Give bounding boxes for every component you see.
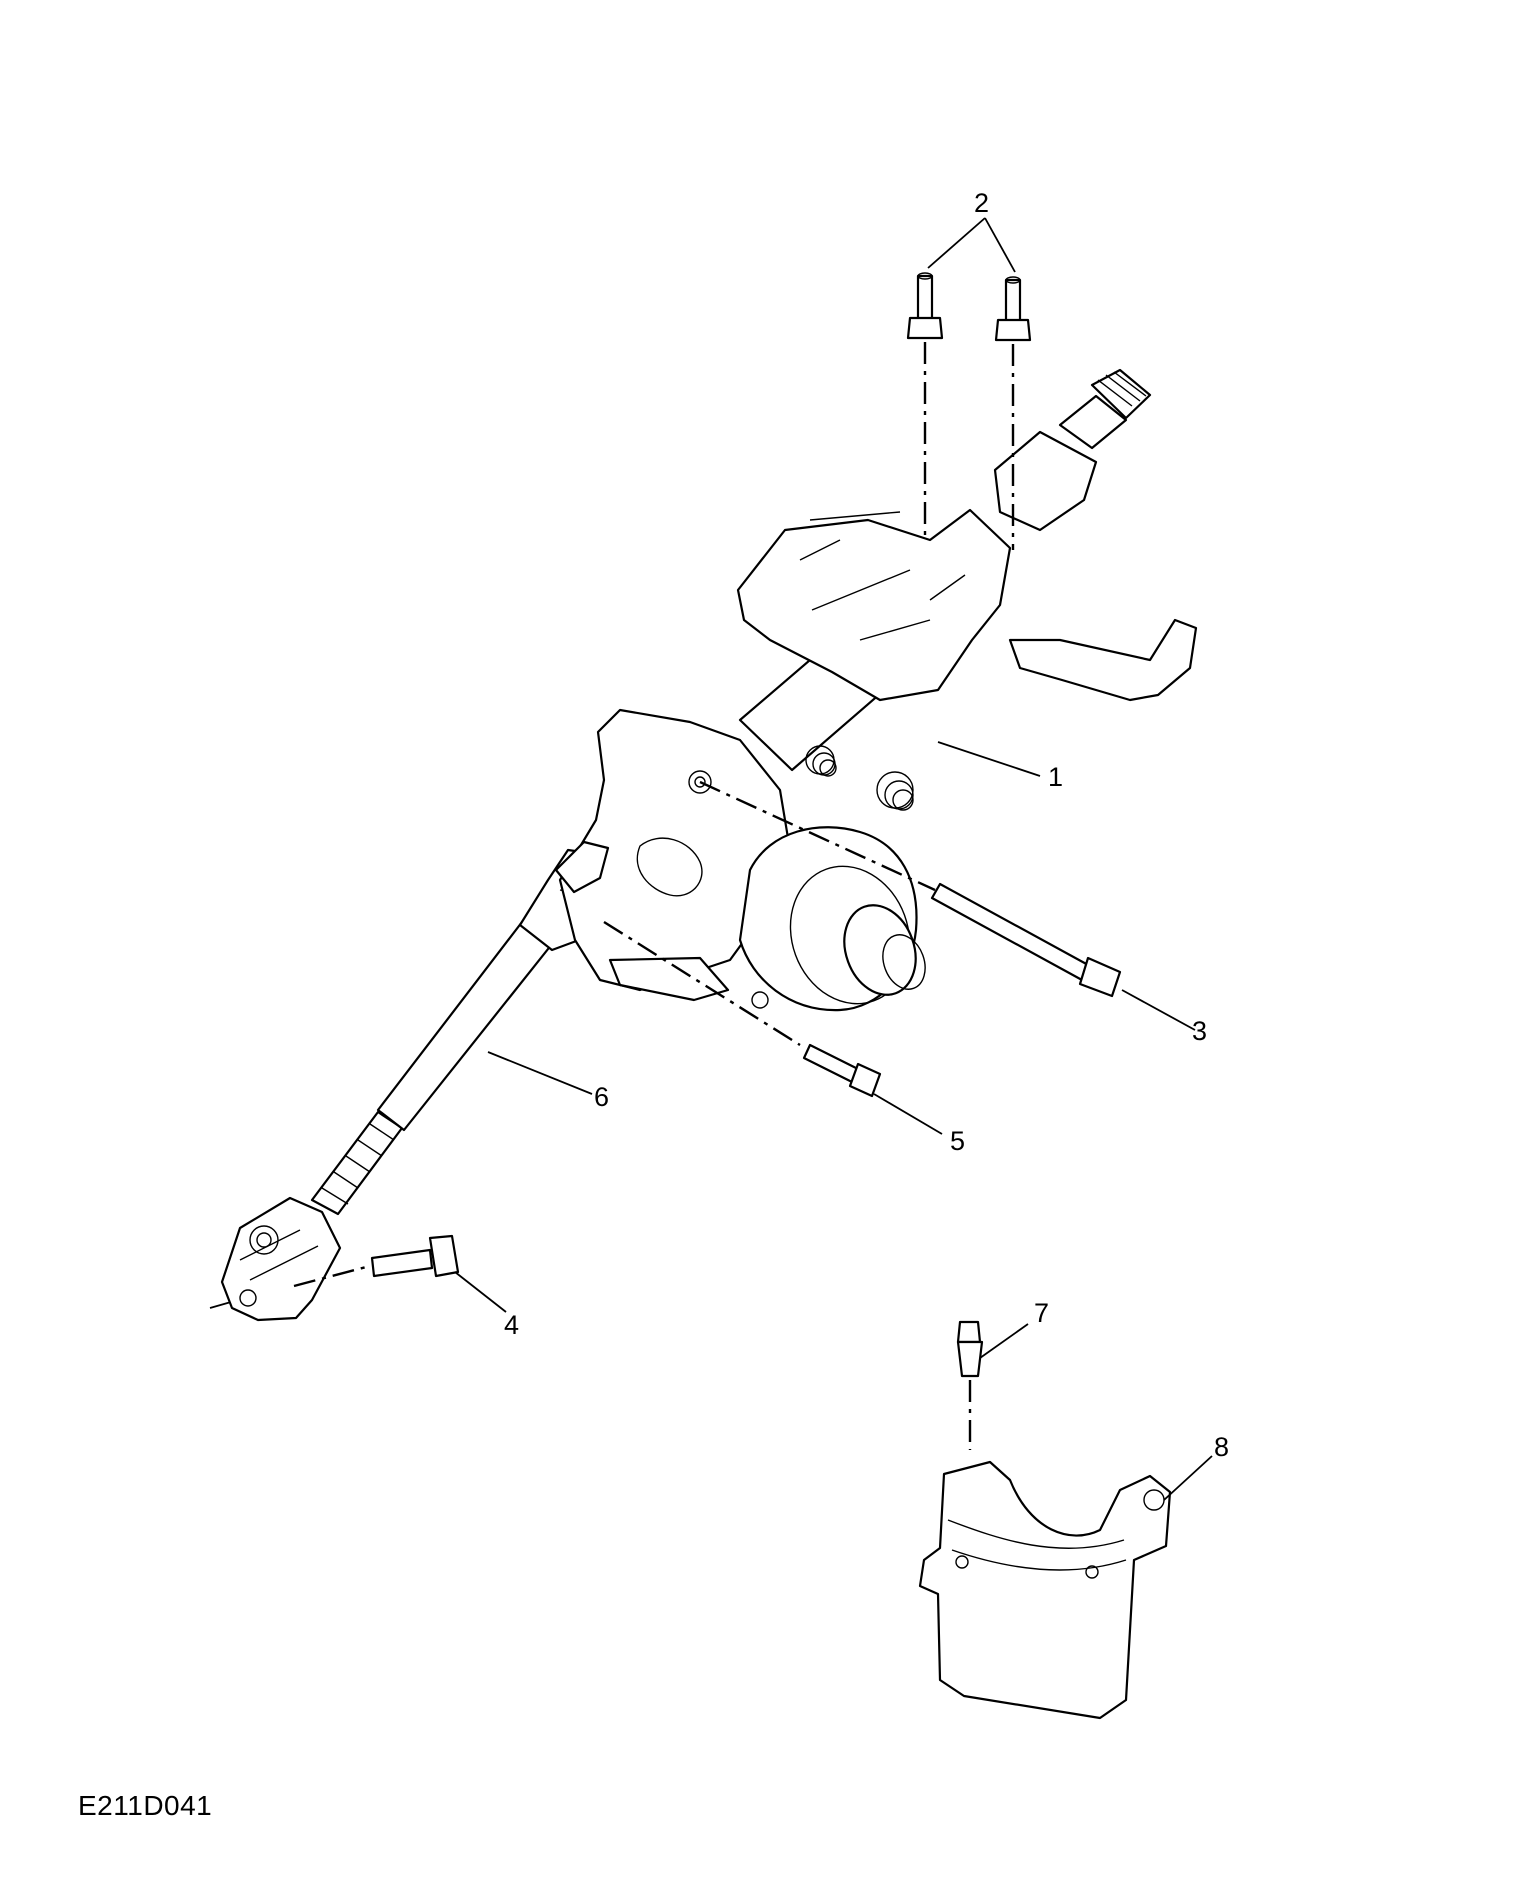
upper-column-bolt-right [994,276,1032,342]
shroud-fastener [956,1320,984,1378]
callout-1: 1 [1048,762,1063,792]
callout-2: 2 [974,188,989,218]
callout-8: 8 [1214,1432,1229,1462]
motor-mounting-bolt [802,1043,882,1098]
callout-3: 3 [1192,1016,1207,1046]
callout-5: 5 [950,1126,965,1156]
callout-7: 7 [1034,1298,1049,1328]
steering-column-assembly [554,368,1198,1012]
tilt-spring [805,745,914,811]
callout-4: 4 [504,1310,519,1340]
figure-id: E211D041 [78,1790,213,1821]
callout-labels: 2 1 3 6 5 4 7 8 [504,188,1229,1462]
upper-column-bolt-left [906,272,944,340]
pivot-bolt [930,882,1122,998]
pinch-bolt [370,1234,460,1278]
callout-leaders [454,217,1213,1501]
intermediate-shaft [209,848,632,1322]
lower-shroud [918,1460,1172,1720]
callout-6: 6 [594,1082,609,1112]
